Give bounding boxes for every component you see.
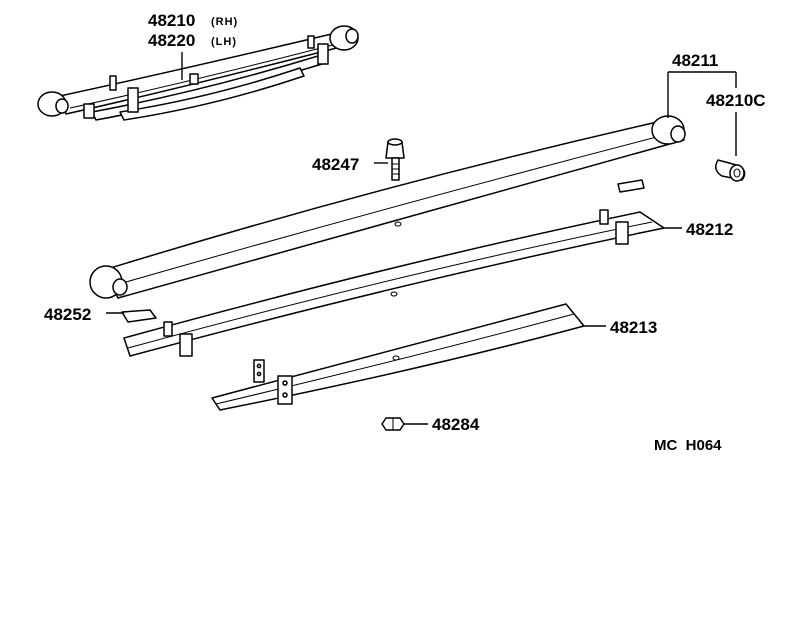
leaf-no2-illustration (121, 209, 665, 357)
label-48247[interactable]: 48247 (312, 155, 359, 174)
main-leaf-illustration (89, 115, 686, 299)
label-48210C[interactable]: 48210C (706, 91, 766, 110)
label-48284[interactable]: 48284 (432, 415, 480, 434)
label-48252[interactable]: 48252 (44, 305, 91, 324)
insulator-rear-illustration (617, 179, 645, 193)
label-48211[interactable]: 48211 (672, 51, 718, 70)
spring-assembly-illustration (37, 25, 359, 121)
label-48220[interactable]: 48220 (148, 31, 195, 50)
label-48220-side: (LH) (211, 36, 237, 48)
label-48212[interactable]: 48212 (686, 220, 733, 239)
leader-lines (106, 71, 737, 425)
label-48210[interactable]: 48210 (148, 11, 195, 30)
bushing-illustration (715, 159, 746, 182)
nut-illustration (381, 417, 405, 431)
figure-code: MC H064 (654, 437, 722, 454)
center-bolt-illustration (385, 138, 405, 181)
part-labels: 48210 (RH) 48220 (LH) 48211 48210C 48247… (44, 11, 766, 454)
label-48213[interactable]: 48213 (610, 318, 657, 337)
label-48210-side: (RH) (211, 16, 238, 28)
